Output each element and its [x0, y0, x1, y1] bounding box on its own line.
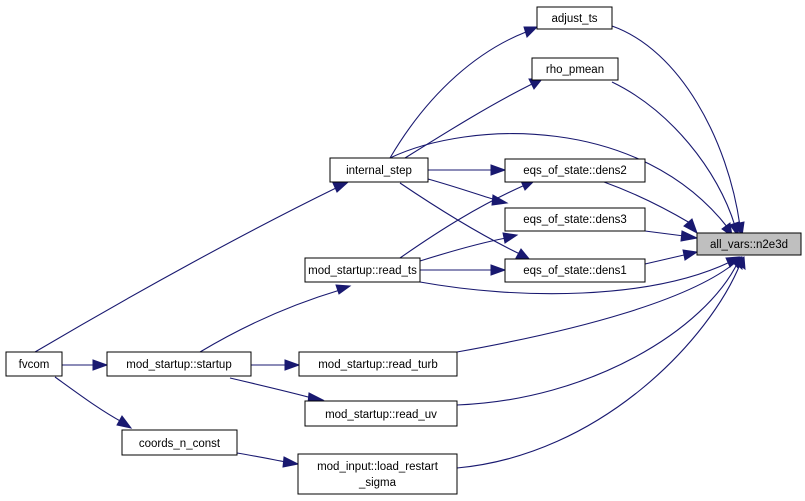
nodes: adjust_ts rho_pmean internal_step eqs_of… [5, 6, 802, 495]
edge-fvcom-to-coords [54, 376, 133, 429]
edge-read_ts-to-dens1 [420, 264, 507, 276]
edge-load_restart-to-n2e3d [456, 256, 746, 469]
node-coords-n-const-label: coords_n_const [139, 438, 221, 450]
edge-startup-to-read_ts [199, 284, 352, 353]
node-read-ts-label: mod_startup::read_ts [308, 265, 417, 277]
node-dens2[interactable]: eqs_of_state::dens2 [504, 158, 646, 183]
node-read-turb-label: mod_startup::read_turb [318, 359, 438, 371]
node-coords-n-const[interactable]: coords_n_const [121, 429, 238, 456]
node-read-ts[interactable]: mod_startup::read_ts [304, 257, 421, 283]
node-load-restart-label-line1: mod_input::load_restart [317, 461, 439, 473]
node-startup-label: mod_startup::startup [126, 359, 231, 371]
node-internal-step[interactable]: internal_step [329, 157, 429, 183]
edge-coords-to-load_restart [236, 452, 300, 468]
edge-internal_step-to-adjust_ts [389, 26, 539, 159]
node-n2e3d[interactable]: all_vars::n2e3d [696, 232, 802, 256]
edge-fvcom-to-startup [62, 359, 109, 371]
node-rho-pmean-label: rho_pmean [546, 64, 604, 76]
edge-internal_step-to-dens1 [399, 182, 532, 261]
edge-startup-to-read_turb [251, 359, 301, 371]
node-load-restart-sigma[interactable]: mod_input::load_restart _sigma [297, 453, 458, 495]
node-read-uv-label: mod_startup::read_uv [325, 409, 437, 421]
node-internal-step-label: internal_step [346, 165, 412, 177]
node-fvcom[interactable]: fvcom [5, 351, 63, 377]
edge-dens3-to-n2e3d [644, 230, 699, 242]
node-read-turb[interactable]: mod_startup::read_turb [298, 351, 458, 377]
node-n2e3d-label: all_vars::n2e3d [710, 239, 788, 251]
node-dens3[interactable]: eqs_of_state::dens3 [504, 207, 646, 232]
node-adjust-ts[interactable]: adjust_ts [536, 6, 613, 30]
edge-read_ts-to-dens3 [419, 232, 519, 262]
edge-internal_step-to-rho_pmean [404, 78, 544, 159]
node-read-uv[interactable]: mod_startup::read_uv [304, 400, 458, 427]
node-adjust-ts-label: adjust_ts [551, 13, 597, 25]
node-rho-pmean[interactable]: rho_pmean [531, 57, 619, 81]
edge-internal_step-to-dens2 [428, 164, 507, 176]
node-dens1-label: eqs_of_state::dens1 [523, 265, 627, 277]
edge-dens1-to-n2e3d [644, 249, 699, 265]
node-fvcom-label: fvcom [19, 359, 50, 371]
edges [34, 25, 746, 469]
node-dens1[interactable]: eqs_of_state::dens1 [504, 258, 646, 283]
edge-fvcom-to-internal_step [34, 182, 349, 353]
node-load-restart-label-line2: _sigma [358, 477, 397, 489]
edge-startup-to-read_uv [229, 377, 325, 404]
node-startup[interactable]: mod_startup::startup [106, 351, 252, 377]
node-dens2-label: eqs_of_state::dens2 [523, 165, 627, 177]
edge-dens2-to-n2e3d [603, 181, 698, 235]
edge-internal_step-to-dens3 [427, 178, 509, 206]
node-dens3-label: eqs_of_state::dens3 [523, 214, 627, 226]
